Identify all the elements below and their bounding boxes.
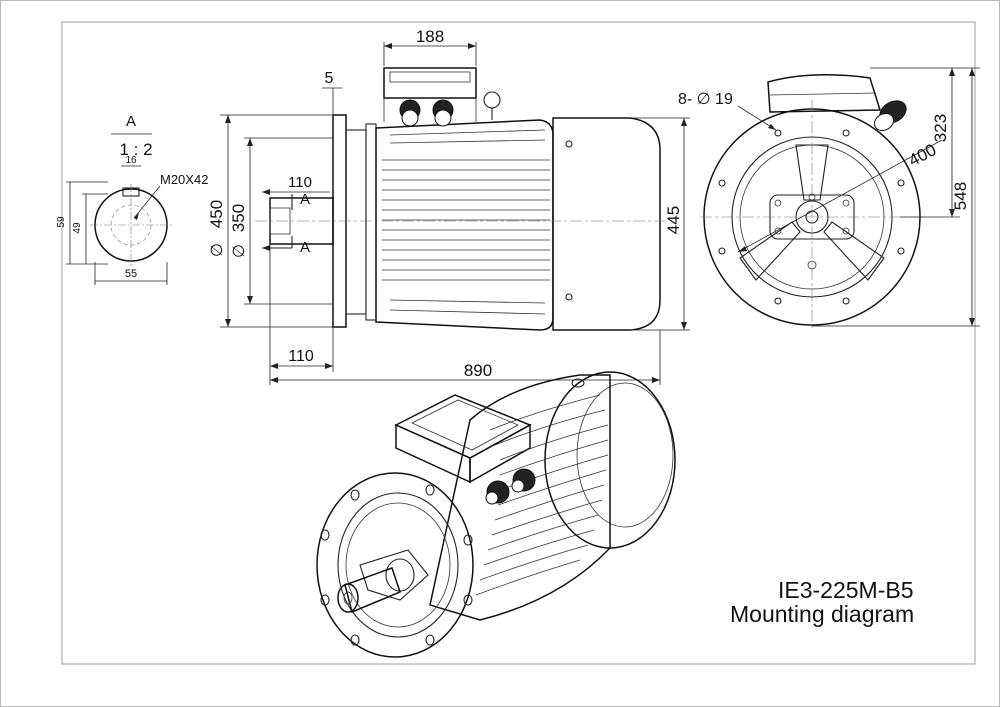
section-mark-top: A [300,191,310,208]
bolt-holes-label: 8- ∅ 19 [678,91,733,108]
body-diameter-dim: 445 [664,206,683,234]
section-label: A [126,113,136,130]
width-dim: 55 [125,268,137,280]
drawing-frame [61,21,976,665]
model-title: IE3-225M-B5 [778,577,914,603]
flange-diameter-dim: 450 [207,200,226,228]
flange-thickness-dim: 5 [325,70,334,87]
iso-bolt-holes [320,484,473,646]
iso-cooling-fins [475,394,609,596]
height-outer-dim: 59 [56,216,67,228]
shaft-length-top-dim: 110 [288,174,312,191]
isometric-view [316,371,676,658]
height-inner-dim: 49 [72,222,83,234]
bolt-holes [718,129,905,305]
iso-flange [316,472,474,658]
side-view: 188 5 ∅ 450 ∅ 350 110 A A [207,27,690,385]
box-height-dim: 323 [931,114,950,142]
section-scale: 1 : 2 [119,140,152,159]
spigot-diameter-dim: 350 [229,204,248,232]
terminal-box-width-dim: 188 [416,27,444,46]
iso-terminal-box [394,394,536,505]
section-mark-bottom: A [300,239,310,256]
end-cable-gland-icon [873,100,907,132]
iso-motor-body [429,374,611,621]
spigot-diameter-prefix: ∅ [231,244,248,258]
shaft-length-bottom-dim: 110 [288,348,314,365]
total-height-dim: 548 [951,182,970,210]
terminal-box [383,67,501,127]
end-terminal-box [767,74,882,113]
total-length-dim: 890 [464,361,492,380]
fan-cover [552,117,661,331]
thread-label: M20X42 [160,172,208,187]
section-a-view: A 1 : 2 16 M20X42 59 49 55 [56,113,208,285]
flange-diameter-prefix: ∅ [209,243,226,257]
key-width-dim: 16 [125,155,137,166]
cooling-fins [382,129,550,315]
diagram-subtitle: Mounting diagram [730,601,914,627]
